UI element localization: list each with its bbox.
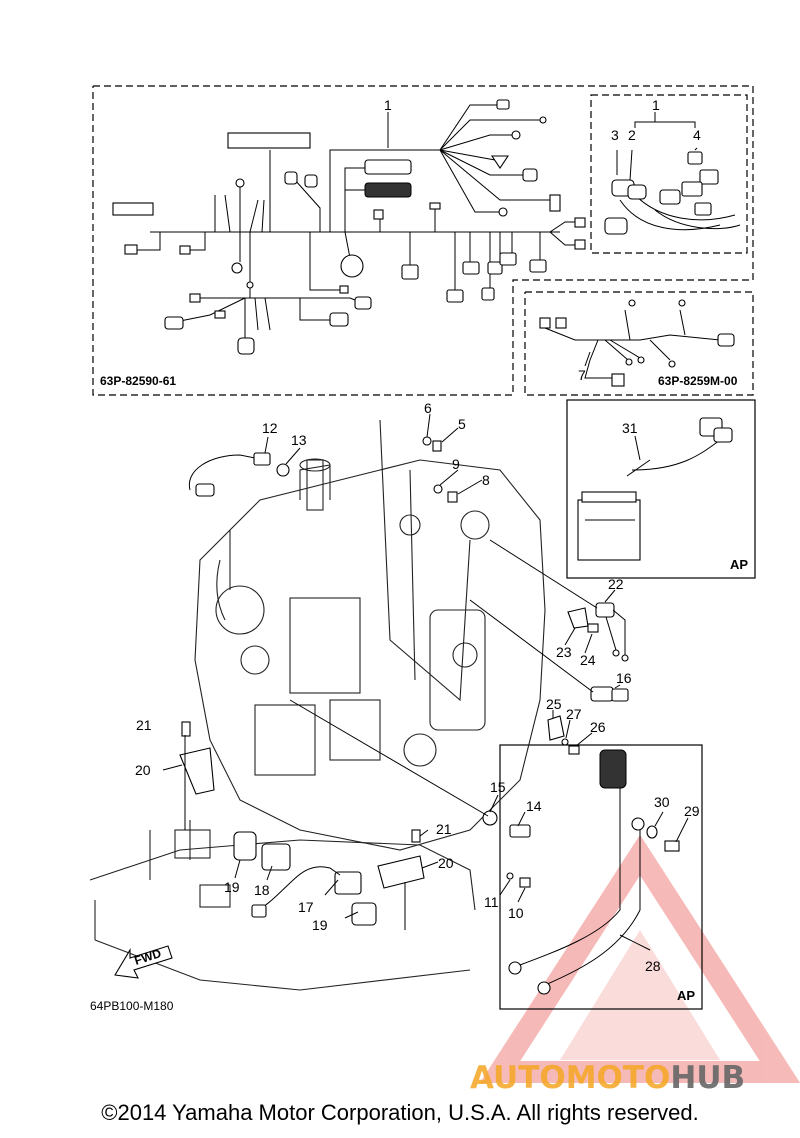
- callout-30: 30: [654, 794, 670, 810]
- callout-4: 4: [693, 127, 701, 143]
- callout-17: 17: [298, 899, 314, 915]
- callout-12: 12: [262, 420, 278, 436]
- battery-box: [566, 399, 756, 579]
- callout-20-left: 20: [135, 762, 151, 778]
- copyright-notice: ©2014 Yamaha Motor Corporation, U.S.A. A…: [101, 1100, 699, 1125]
- wire-harness-box: [92, 85, 754, 396]
- watermark-text-orange: AUTOMOTO: [470, 1060, 670, 1096]
- callout-22: 22: [608, 576, 624, 592]
- watermark-triangle-logo: [479, 834, 800, 1083]
- callout-19-right: 19: [312, 917, 328, 933]
- callout-29: 29: [684, 803, 700, 819]
- callout-26: 26: [590, 719, 606, 735]
- callout-10: 10: [508, 905, 524, 921]
- callout-15: 15: [490, 779, 506, 795]
- battery-cable-box: [499, 744, 703, 1010]
- callout-18: 18: [254, 882, 270, 898]
- callout-16: 16: [616, 670, 632, 686]
- callout-21-right: 21: [436, 821, 452, 837]
- ap-label-battery: AP: [730, 557, 748, 572]
- callout-19-left: 19: [224, 879, 240, 895]
- svg-text:AUTOMOTOHUB: AUTOMOTOHUB: [470, 1060, 745, 1096]
- callout-23: 23: [556, 644, 572, 660]
- engine-block-outline: [89, 419, 546, 991]
- harness-part-code: 63P-82590-61: [100, 374, 176, 388]
- figure-code: 64PB100-M180: [90, 999, 174, 1013]
- ap-label-cable: AP: [677, 988, 695, 1003]
- callout-numbers: 1 1 2 3 4 5 6 7 8 9 10 11 12 13 14 15 16…: [135, 97, 701, 974]
- small-parts: [114, 112, 698, 979]
- callout-11: 11: [484, 894, 499, 910]
- callout-14: 14: [526, 798, 542, 814]
- callout-9: 9: [452, 456, 460, 472]
- watermark-text-grey: HUB: [670, 1060, 745, 1096]
- callout-24: 24: [580, 652, 596, 668]
- callout-3: 3: [611, 127, 619, 143]
- callout-8: 8: [482, 472, 490, 488]
- callout-21-left: 21: [136, 717, 152, 733]
- watermark-text: AUTOMOTOHUB: [470, 1060, 745, 1096]
- callout-31: 31: [622, 420, 638, 436]
- callout-5: 5: [458, 416, 466, 432]
- callout-20-right: 20: [438, 855, 454, 871]
- callout-27: 27: [566, 706, 582, 722]
- subharness-part-code: 63P-8259M-00: [658, 374, 738, 388]
- callout-25: 25: [546, 696, 562, 712]
- callout-7: 7: [578, 367, 586, 383]
- callout-1-inset: 1: [652, 97, 660, 113]
- callout-28: 28: [645, 958, 661, 974]
- callout-6: 6: [424, 400, 432, 416]
- callout-13: 13: [291, 432, 307, 448]
- callout-1: 1: [384, 97, 392, 113]
- callout-2: 2: [628, 127, 636, 143]
